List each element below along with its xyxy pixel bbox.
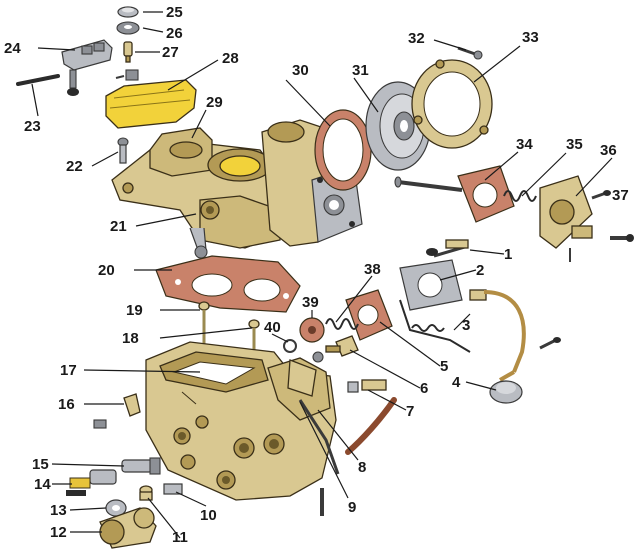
part-lever-9 xyxy=(298,399,340,475)
callout-19: 19 xyxy=(126,302,143,319)
part-jet-11 xyxy=(139,485,153,501)
part-cover-21 xyxy=(111,127,281,259)
part-jet-10 xyxy=(163,483,183,495)
callout-38: 38 xyxy=(364,261,381,278)
part-cover-33 xyxy=(411,59,493,149)
part-screw-7 xyxy=(347,379,387,393)
part-spring-35 xyxy=(503,190,537,202)
callout-25: 25 xyxy=(166,4,183,21)
part-screw-22 xyxy=(117,137,129,164)
callout-12: 12 xyxy=(50,524,67,541)
callout-24: 24 xyxy=(4,40,21,57)
part-lever-3 xyxy=(399,289,487,353)
callout-36: 36 xyxy=(600,142,617,159)
callout-20: 20 xyxy=(98,262,115,279)
callout-10: 10 xyxy=(200,507,217,524)
part-solenoid-12 xyxy=(99,507,157,549)
callout-35: 35 xyxy=(566,136,583,153)
callout-4: 4 xyxy=(452,374,461,391)
part-cap-25 xyxy=(117,6,139,18)
part-jet-18 xyxy=(248,319,260,350)
part-gasket-30 xyxy=(314,109,372,191)
callout-2: 2 xyxy=(476,262,484,279)
callout-6: 6 xyxy=(420,380,428,397)
callout-9: 9 xyxy=(348,499,356,516)
callout-17: 17 xyxy=(60,362,77,379)
callout-39: 39 xyxy=(302,294,319,311)
callout-18: 18 xyxy=(122,330,139,347)
part-gasket-20 xyxy=(155,255,301,313)
callout-33: 33 xyxy=(522,29,539,46)
callout-21: 21 xyxy=(110,218,127,235)
part-rod-34 xyxy=(394,176,463,192)
part-clip-16 xyxy=(93,393,141,429)
callout-15: 15 xyxy=(32,456,49,473)
callout-13: 13 xyxy=(50,502,67,519)
part-valve-6 xyxy=(325,335,359,357)
callout-34: 34 xyxy=(516,136,533,153)
callout-7: 7 xyxy=(406,403,414,420)
callout-29: 29 xyxy=(206,94,223,111)
part-body-17 xyxy=(145,341,337,516)
callout-1: 1 xyxy=(504,246,512,263)
callout-11: 11 xyxy=(172,529,188,546)
callout-31: 31 xyxy=(352,62,369,79)
part-float-28 xyxy=(105,69,197,129)
callout-26: 26 xyxy=(166,25,183,42)
part-tube-8 xyxy=(345,397,397,455)
callout-14: 14 xyxy=(34,476,51,493)
callout-23: 23 xyxy=(24,118,41,135)
part-screws-37 xyxy=(591,190,634,242)
callout-16: 16 xyxy=(58,396,75,413)
part-ring-40 xyxy=(283,339,324,363)
part-jet-27 xyxy=(123,41,133,63)
part-washer-26 xyxy=(116,21,140,35)
callout-8: 8 xyxy=(358,459,366,476)
part-gasket-5 xyxy=(345,289,393,341)
callout-3: 3 xyxy=(462,317,470,334)
callout-30: 30 xyxy=(292,62,309,79)
callout-40: 40 xyxy=(264,319,281,336)
part-spring-38 xyxy=(325,318,359,330)
part-pump-1-2 xyxy=(399,239,469,311)
callout-32: 32 xyxy=(408,30,425,47)
part-link-4 xyxy=(483,290,561,404)
part-gasket-34 xyxy=(457,165,515,223)
part-bracket-24 xyxy=(61,39,113,96)
part-jet-14 xyxy=(66,469,117,496)
part-screw-32 xyxy=(457,46,483,60)
callout-28: 28 xyxy=(222,50,239,67)
callout-37: 37 xyxy=(612,187,629,204)
callout-27: 27 xyxy=(162,44,179,61)
callout-5: 5 xyxy=(440,358,448,375)
part-jet-15 xyxy=(121,457,161,475)
leader-lines xyxy=(31,11,613,539)
part-diaphragm-39 xyxy=(299,317,325,343)
callout-labels: 1 2 3 4 5 6 7 8 9 10 11 12 13 14 15 16 1… xyxy=(4,4,629,546)
callout-22: 22 xyxy=(66,158,83,175)
part-washer-13 xyxy=(105,499,127,517)
part-jet-19 xyxy=(198,301,210,344)
part-pin-23 xyxy=(16,74,60,86)
part-cover-36 xyxy=(539,175,593,262)
